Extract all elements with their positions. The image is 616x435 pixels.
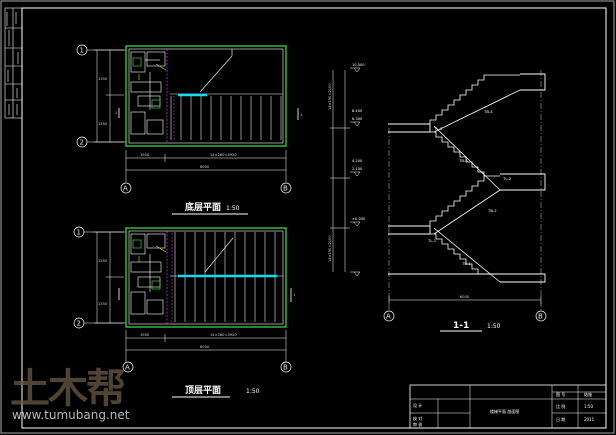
section-axis-a: A — [386, 313, 391, 321]
dim-bottom-left: 1900 — [140, 153, 150, 157]
section-1-1[interactable]: 14×150=2100 14×150=2100 10.500 8.400 6.3… — [328, 63, 547, 332]
tb-r2c3: 比 例 — [556, 403, 565, 409]
top-section-mark-right: 1 — [293, 293, 295, 297]
top-dim-bottom-mid: 14×280=3920 — [210, 333, 237, 337]
title-block[interactable]: 设 计 校 对 审 核 楼梯平面 剖面图 图 号 比 例 日 期 结施 1:50… — [409, 384, 607, 429]
tb-r3c4: 2011 — [584, 417, 595, 422]
section-dim-bottom-total: 6000 — [460, 295, 470, 299]
axis-label-1: 1 — [80, 47, 84, 55]
top-axis-label-a: A — [125, 364, 130, 372]
dim-plan-side-top: 1350 — [98, 77, 108, 81]
tumubang-watermark: 土木帮 www.tumubang.net — [10, 366, 130, 422]
ground-floor-plan[interactable]: 1350 1350 1 2 — [76, 44, 302, 215]
top-plan-scale: 1:50 — [246, 388, 260, 395]
axis-label-b: B — [283, 185, 288, 193]
label-tb4: TB-4 — [483, 109, 493, 114]
label-tl1: TL-1 — [427, 238, 437, 243]
section-mark-right: 1 — [300, 113, 302, 117]
section-dim-bottom: 14×150=2100 — [328, 235, 332, 262]
ground-plan-title: 底层平面 — [185, 201, 221, 213]
dim-top-side-top: 1350 — [98, 259, 108, 263]
top-axis-label-2: 2 — [77, 320, 81, 328]
top-dim-bottom-total: 6000 — [200, 345, 210, 349]
inner-frame — [21, 7, 607, 429]
label-tb1: TB-1 — [461, 261, 471, 266]
ground-plan-scale: 1:50 — [226, 205, 240, 212]
tb-r3c1: 审 核 — [413, 421, 422, 427]
tb-project: 楼梯平面 剖面图 — [490, 408, 519, 414]
tb-r2c1: 校 对 — [413, 415, 422, 421]
section-mark-left: 1 — [115, 111, 117, 115]
top-floor-plan[interactable]: 1350 1350 1 2 — [73, 226, 295, 398]
top-dim-bottom-left: 1900 — [140, 333, 150, 337]
tb-r3c3: 日 期 — [556, 416, 565, 422]
watermark-logo: 土木帮 — [10, 366, 125, 412]
top-axis-label-b: B — [283, 364, 288, 372]
section-title: 1-1 — [453, 321, 469, 331]
tb-r2c4: 1:50 — [584, 404, 593, 409]
left-title-strip — [4, 7, 23, 119]
label-tl3: TL-3 — [433, 126, 443, 131]
top-axis-label-1: 1 — [77, 229, 81, 237]
dim-top-side-bottom: 1350 — [98, 302, 108, 306]
top-plan-title: 顶层平面 — [185, 385, 221, 396]
section-dim-top: 14×150=2100 — [328, 83, 332, 110]
dim-bottom-mid: 14×280=3920 — [210, 153, 237, 157]
watermark-url: www.tumubang.net — [12, 408, 130, 422]
section-axis-b: B — [538, 313, 543, 321]
tb-r1c4: 结施 — [584, 391, 592, 397]
label-tb2: TB-2 — [487, 208, 497, 213]
tb-r1c1: 设 计 — [413, 402, 422, 408]
level-5: 8.400 — [352, 109, 363, 113]
level-1: ±0.000 — [352, 217, 366, 221]
axis-label-2: 2 — [80, 139, 84, 147]
label-tl2: TL-2 — [502, 176, 512, 181]
level-4: 6.300 — [352, 117, 363, 121]
axis-label-a: A — [123, 185, 128, 193]
section-scale: 1:50 — [487, 323, 501, 330]
level-6: 10.500 — [352, 63, 365, 67]
dim-bottom-total: 6000 — [200, 165, 210, 169]
level-3: 4.200 — [352, 159, 363, 163]
label-tb3: TB-3 — [458, 158, 468, 163]
dim-plan-side-bottom: 1350 — [98, 122, 108, 126]
tb-r1c3: 图 号 — [556, 391, 565, 397]
level-2: 2.100 — [352, 167, 363, 171]
